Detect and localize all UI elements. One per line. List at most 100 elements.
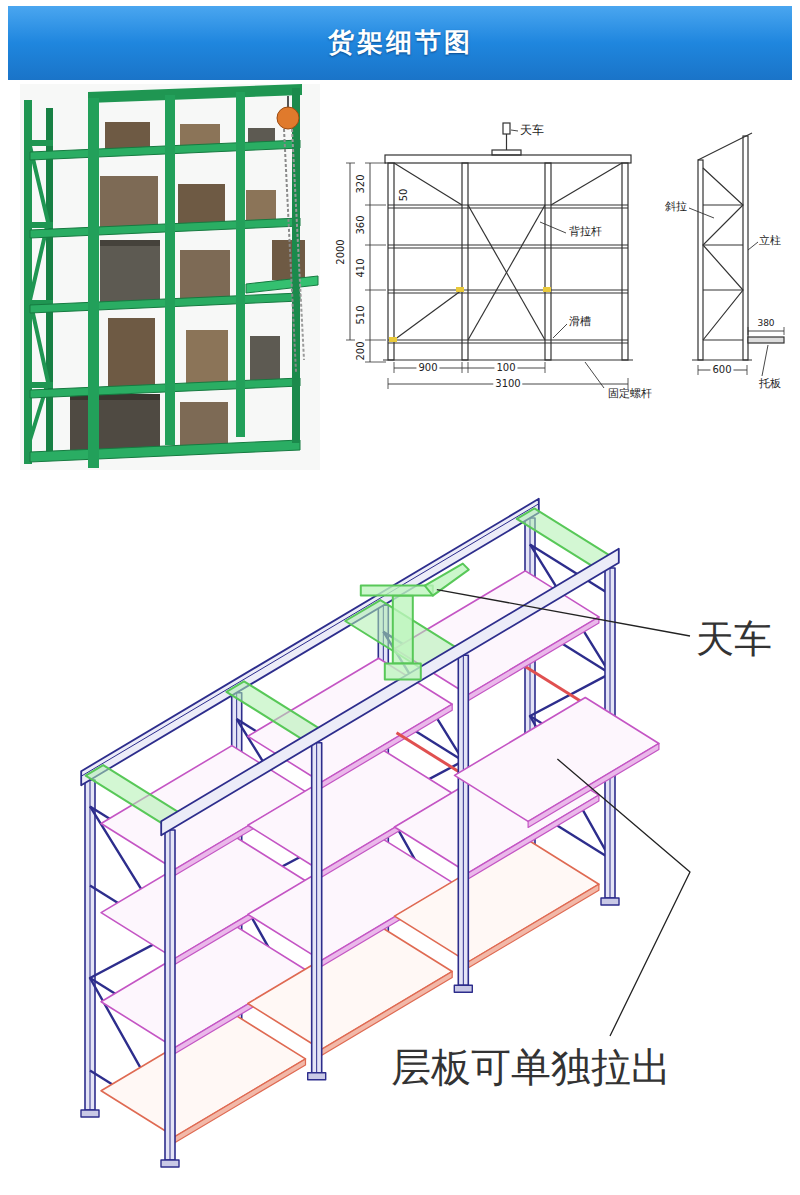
front-column [545,163,551,360]
back-brace [551,163,622,205]
crane-symbol [503,123,510,134]
dimension-tick [747,365,748,375]
dimension-tick [698,365,699,375]
top-slab [385,155,631,163]
tray [748,337,784,343]
leader-line [540,222,566,233]
dimension-line [350,163,351,340]
shelf-line [388,339,628,340]
dimension-line [748,331,784,332]
rack-column [458,655,468,985]
leader-line [437,590,690,636]
base-line [383,359,633,360]
photo-column [88,98,99,468]
dimension-line [370,163,371,362]
shelf-edge [468,884,599,968]
part-label: 立柱 [759,235,781,248]
shelf-edge [321,972,452,1056]
back-brace [468,205,545,340]
photo-column [236,92,245,437]
hoist-hook [287,96,289,108]
top-beam [88,84,302,103]
crane-plate [492,150,521,155]
hoist-block [385,664,421,680]
front-view [346,123,633,389]
base-line [692,359,752,360]
column-foot [308,1073,326,1080]
hoist-chain [292,129,304,360]
column-edge [463,655,464,985]
banner-title: 货架细节图 [0,28,800,58]
dimension-label: 600 [710,364,733,376]
dimension-label: 200 [355,341,367,360]
leader-line [553,324,567,338]
dimension-label: 900 [416,362,439,374]
dimension-label: 380 [757,318,774,328]
crane-post [506,134,507,150]
dimension-tick [468,362,469,373]
rack-column [312,743,322,1073]
part-label: 天车 [520,124,544,138]
mold [105,122,150,150]
dimension-label: 320 [355,174,367,193]
shelf-line [388,244,628,245]
side-post [46,108,53,460]
dimension-label: 50 [398,189,410,202]
dimension-tick [462,362,463,373]
mold [180,402,228,446]
leader-line [511,130,518,131]
column-edge [316,743,317,1073]
rung [703,289,743,290]
dimension-tick [545,362,546,373]
part-label: 滑槽 [569,316,591,329]
mold [108,318,155,388]
shelf-line [388,289,628,290]
mold [186,330,228,386]
column-foot [161,1160,179,1167]
pulled-drawer [246,276,318,293]
rung [703,339,743,340]
chain-hoist [277,107,299,129]
rung [703,244,743,245]
leader-line [762,345,768,376]
rung [703,204,743,205]
isometric-rack [81,499,690,1167]
dimension-tick [365,245,386,246]
slide-mark [389,337,397,342]
roof-line [698,133,752,160]
part-label: 固定螺杆 [608,388,652,401]
side-brace [703,168,743,340]
rack-photo [20,84,320,470]
shelf-line [388,207,628,208]
dimension-label: 3100 [493,378,522,390]
mold [100,240,160,302]
dimension-tick [346,340,355,341]
mold [246,190,276,223]
dimension-label: 510 [355,305,367,324]
column-foot [601,898,619,905]
side-column [743,136,748,360]
mold-edge [100,240,160,246]
shelf-line [388,342,628,343]
leader-line [689,208,714,218]
column-foot [454,985,472,992]
front-column [462,163,468,360]
mold [180,250,230,300]
leader-line [748,242,758,250]
shelf-line [388,247,628,248]
back-brace [394,290,462,340]
leader-line [557,759,690,1036]
back-brace [468,205,545,340]
column-edge [170,830,171,1160]
callout-label: 天车 [696,618,772,662]
dimension-label: 360 [355,215,367,234]
callout-label: 层板可单独拉出 [391,1044,671,1090]
shelf-board [455,698,659,822]
dimension-label: 100 [494,362,517,374]
mold [178,184,225,226]
dimension-tick [784,327,785,335]
dimension-tick [748,327,749,335]
dimension-tick [365,205,386,206]
front-column [388,163,394,360]
shelf-edge [175,1059,306,1143]
